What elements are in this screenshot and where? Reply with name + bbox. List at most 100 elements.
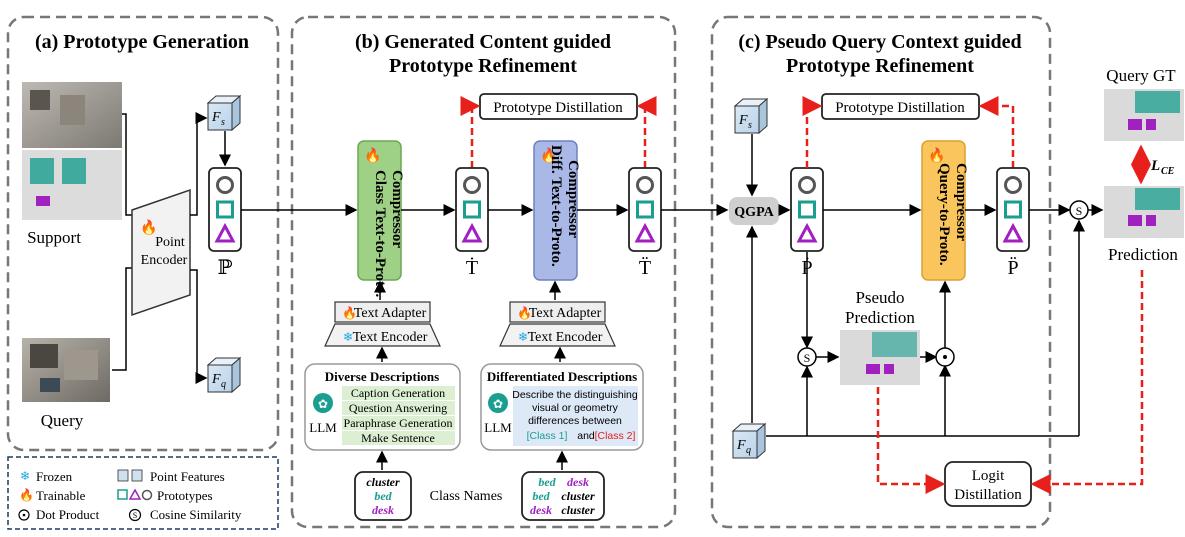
text-encoder-label-2: Text Encoder	[528, 330, 603, 345]
diff-prompt-bg	[513, 386, 638, 446]
fire-icon: 🔥	[928, 147, 945, 164]
svg-text:desk: desk	[530, 503, 552, 517]
point-encoder-label-2: Encoder	[141, 253, 188, 268]
text-encoder-box-2	[499, 323, 616, 347]
query-compressor-label-2: Compressor	[953, 163, 969, 241]
legend-frozen: Frozen	[36, 469, 73, 484]
prototype-distillation-label-c: Prototype Distillation	[835, 100, 965, 116]
distillation-dash-left-c	[802, 96, 823, 168]
snowflake-icon: ❄	[518, 330, 528, 344]
query-to-encoder-line	[112, 267, 132, 371]
panel-a-title: (a) Prototype Generation	[35, 31, 249, 53]
class1-token: [Class 1]	[527, 430, 568, 442]
point-features-legend-icon	[117, 469, 143, 482]
legend-trainable: Trainable	[36, 488, 86, 503]
P-symbol: ℙ	[217, 257, 232, 279]
fs-cube-c: F s	[733, 97, 769, 135]
text-adapter-label-1: Text Adapter	[354, 306, 427, 321]
legend-box	[7, 456, 279, 530]
point-encoder-label-1: Point	[155, 235, 185, 250]
svg-text:visual or geometry: visual or geometry	[532, 402, 619, 414]
svg-text:bed: bed	[538, 475, 556, 489]
point-encoder-block	[131, 188, 191, 317]
class-names-box-2	[521, 471, 605, 521]
class2-token: [Class 2]	[595, 430, 636, 442]
fire-icon: 🔥	[140, 219, 157, 236]
class-compressor-label-2: Compressor	[389, 170, 405, 248]
query-label: Query	[41, 411, 84, 430]
prototype-stack-P-ddot	[996, 167, 1030, 252]
snowflake-icon: ❄	[343, 330, 353, 344]
diverse-item-caption: Caption Generation	[351, 386, 445, 400]
panel-a-frame	[6, 15, 280, 452]
llm-label-1: LLM	[309, 420, 337, 435]
diverse-item-sentence: Make Sentence	[361, 431, 435, 445]
svg-text:S: S	[1076, 204, 1083, 218]
encoder-to-fq-arrow	[190, 269, 208, 384]
fire-icon: 🔥	[19, 488, 34, 502]
panel-c-title-line1: (c) Pseudo Query Context guided	[738, 31, 1021, 53]
logit-distillation-label-2: Distillation	[954, 487, 1022, 503]
prototype-stack-P-dot	[790, 167, 824, 252]
svg-text:cluster: cluster	[561, 489, 595, 503]
svg-text:s: s	[221, 117, 225, 128]
prototypes-legend-icon	[117, 488, 153, 501]
fs-cube-a: F s	[206, 94, 242, 132]
svg-text:S: S	[133, 511, 137, 520]
diverse-item-paraphrase: Paraphrase Generation	[344, 416, 453, 430]
pseudo-prediction-label-1: Pseudo	[855, 288, 904, 307]
distillation-dash-left-b	[460, 96, 481, 168]
svg-text:bed: bed	[374, 489, 392, 503]
text-adapter-label-2: Text Adapter	[529, 306, 602, 321]
diff-compressor-label-1: Diff. Text-to-Proto.	[548, 145, 564, 267]
svg-text:s: s	[748, 120, 752, 131]
class-compressor-label-1: Class Text-to-Proto.	[372, 170, 388, 297]
legend-dot-product: Dot Product	[36, 507, 100, 522]
query-gt-label: Query GT	[1106, 66, 1176, 85]
logit-distillation-label-1: Logit	[972, 468, 1005, 484]
support-scene-image	[22, 82, 122, 220]
prototype-distillation-label-b: Prototype Distillation	[493, 100, 623, 116]
qgpa-label: QGPA	[734, 205, 774, 220]
svg-text:F: F	[736, 438, 746, 453]
panel-b-title-line2: Prototype Refinement	[389, 55, 577, 77]
prototype-stack-T-dot	[455, 167, 489, 252]
svg-text:cluster: cluster	[561, 503, 595, 517]
diverse-item-bg	[342, 386, 455, 400]
legend-prototypes: Prototypes	[157, 488, 213, 503]
svg-text:F: F	[211, 372, 221, 387]
svg-text:bed: bed	[532, 489, 550, 503]
prototype-stack-T-ddot	[628, 167, 662, 252]
fire-icon: 🔥	[342, 306, 357, 320]
svg-text:F: F	[211, 110, 221, 125]
svg-text:desk: desk	[372, 503, 394, 517]
text-adapter-box-1	[334, 301, 431, 323]
qgpa-block	[729, 197, 779, 225]
svg-text:q: q	[221, 379, 226, 390]
diff-compressor-label-2: Compressor	[565, 160, 581, 238]
svg-text:and: and	[577, 430, 595, 442]
panel-c-title-line2: Prototype Refinement	[786, 55, 974, 77]
support-to-encoder-line	[122, 113, 132, 216]
distillation-dash-right-c	[978, 96, 1015, 168]
diverse-descriptions-title: Diverse Descriptions	[325, 369, 439, 384]
svg-text:✿: ✿	[493, 397, 503, 411]
encoder-to-fs-arrow	[190, 112, 208, 216]
legend-point-features: Point Features	[150, 469, 225, 484]
support-label: Support	[27, 228, 81, 247]
svg-text:desk: desk	[567, 475, 589, 489]
fire-icon: 🔥	[540, 147, 557, 164]
differentiated-descriptions-title: Differentiated Descriptions	[487, 369, 637, 384]
lce-label: L	[1150, 158, 1160, 174]
svg-text:S: S	[804, 351, 811, 365]
lce-sub: CE	[1161, 166, 1175, 177]
svg-text:cluster: cluster	[366, 475, 400, 489]
pseudo-prediction-image	[840, 330, 920, 385]
prototype-stack-P	[208, 167, 242, 252]
panel-c-frame	[710, 15, 1052, 529]
panel-b-title-line1: (b) Generated Content guided	[355, 31, 611, 53]
svg-text:F: F	[738, 113, 748, 128]
text-encoder-box-1	[324, 323, 441, 347]
distillation-dash-right-b	[636, 96, 657, 168]
T-dot-symbol: Ṫ	[466, 256, 478, 279]
